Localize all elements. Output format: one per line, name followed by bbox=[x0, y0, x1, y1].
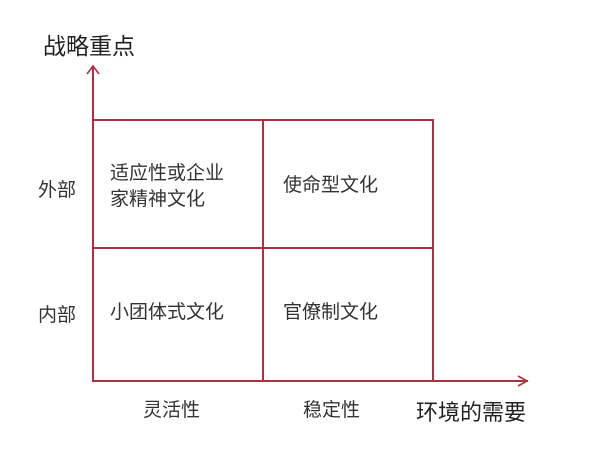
cell-top-right: 使命型文化 bbox=[283, 174, 379, 196]
y-label-external: 外部 bbox=[38, 179, 77, 201]
x-axis-line bbox=[92, 380, 528, 382]
grid-middle-vertical-line bbox=[262, 119, 264, 382]
x-label-flexibility: 灵活性 bbox=[143, 399, 201, 421]
cell-top-left-line2: 家精神文化 bbox=[110, 188, 206, 210]
y-axis-title: 战略重点 bbox=[43, 34, 135, 60]
x-label-stability: 稳定性 bbox=[303, 399, 361, 421]
x-axis-arrow-icon bbox=[517, 375, 529, 387]
cell-top-left-line1: 适应性或企业 bbox=[110, 162, 225, 184]
y-axis-arrow-icon bbox=[86, 64, 100, 75]
y-label-internal: 内部 bbox=[38, 304, 77, 326]
x-axis-title: 环境的需要 bbox=[416, 401, 527, 426]
cell-bottom-left: 小团体式文化 bbox=[110, 301, 225, 323]
y-axis-line bbox=[92, 67, 94, 382]
grid-right-line bbox=[432, 119, 434, 382]
cell-top-left: 适应性或企业 家精神文化 bbox=[110, 160, 224, 212]
cell-bottom-right: 官僚制文化 bbox=[283, 301, 379, 323]
